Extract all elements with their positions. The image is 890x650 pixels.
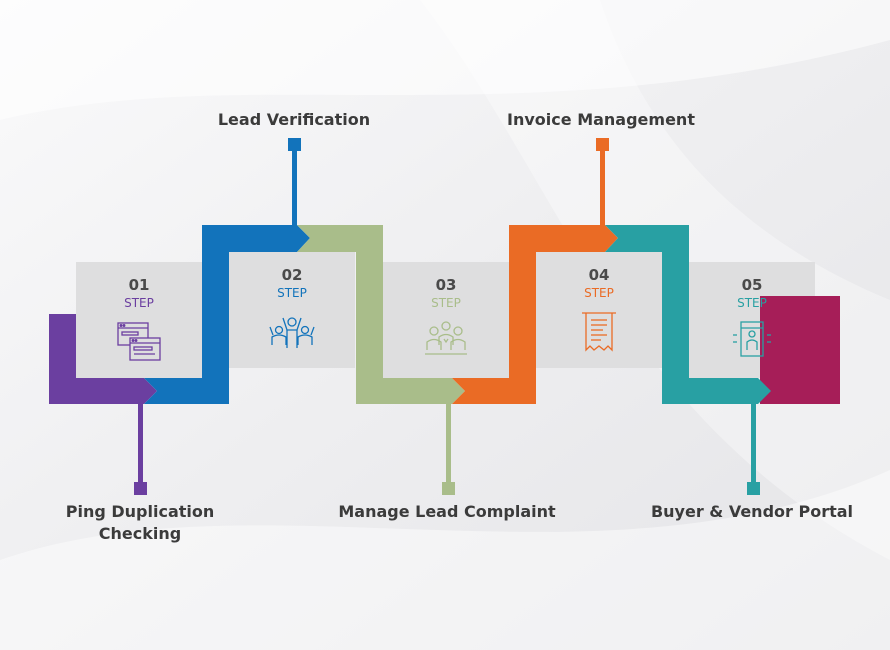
step-2-connector: [288, 138, 301, 225]
magenta-end-band: [760, 296, 840, 404]
step-2-panel: [229, 252, 355, 368]
step-2-title: Lead Verification: [217, 110, 371, 129]
step-2-label: STEP: [277, 286, 307, 300]
invoice-receipt-icon: [582, 312, 616, 352]
step-4-title: Invoice Management: [507, 110, 695, 129]
step-5-number: 05: [742, 276, 763, 294]
step-3-connector: [442, 404, 455, 495]
step-1-title: Ping Duplication Checking: [65, 502, 215, 543]
step-4-number: 04: [589, 266, 610, 284]
browser-windows-icon: [117, 322, 161, 361]
team-celebration-icon: [269, 317, 315, 348]
step-5-title: Buyer & Vendor Portal: [650, 502, 854, 521]
step-4-panel: [536, 252, 662, 368]
step-3-panel: [383, 262, 509, 378]
portal-door-icon: [733, 321, 771, 357]
step-4-connector: [596, 138, 609, 225]
step-1-band: [49, 314, 157, 404]
step-3-label: STEP: [431, 296, 461, 310]
step-2-band: [144, 225, 310, 404]
step-5-label: STEP: [737, 296, 767, 310]
step-1-label: STEP: [124, 296, 154, 310]
step-4-band: [452, 225, 618, 404]
step-3-number: 03: [436, 276, 457, 294]
step-5-connector: [747, 404, 760, 495]
meeting-people-icon: [425, 321, 467, 355]
step-1-connector: [134, 404, 147, 495]
step-3-title: Manage Lead Complaint: [338, 502, 556, 521]
step-2-number: 02: [282, 266, 303, 284]
step-1-number: 01: [129, 276, 150, 294]
step-4-label: STEP: [584, 286, 614, 300]
step-5-band: [605, 225, 771, 404]
step-3-band: [297, 225, 465, 404]
